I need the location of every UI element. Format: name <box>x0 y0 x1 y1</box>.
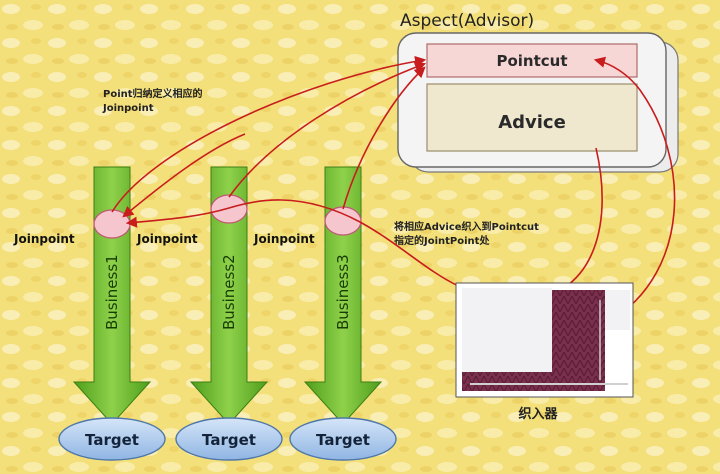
target-label-3: Target <box>316 431 370 449</box>
business-arrow-3 <box>303 166 383 425</box>
connector-weaver-chain <box>125 147 603 301</box>
business-label-3: Business3 <box>334 254 352 330</box>
connector-weaver-pointcut <box>593 56 676 321</box>
connector-jp1-pointcut <box>111 55 427 213</box>
pointcut-note-line1: Point归纳定义相应的 <box>103 87 203 100</box>
joinpoint-circle-1 <box>93 209 131 239</box>
target-3: Target <box>289 417 397 461</box>
connector-jp3-pointcut <box>342 66 426 210</box>
target-label-2: Target <box>202 431 256 449</box>
target-label-1: Target <box>85 431 139 449</box>
weaver-caption: 织入器 <box>518 406 558 422</box>
joinpoint-label-3: Joinpoint <box>253 232 315 246</box>
pointcut-note-line2: Joinpoint <box>102 103 154 114</box>
target-1: Target <box>58 417 166 461</box>
weaver-picture <box>455 282 634 398</box>
weave-note-line1: 将相应Advice织入到Pointcut <box>394 220 539 233</box>
business-label-1: Business1 <box>103 254 121 330</box>
connector-note-jp1 <box>122 133 246 218</box>
advice-box <box>426 83 638 152</box>
target-2: Target <box>175 417 283 461</box>
joinpoint-circle-2 <box>210 194 248 224</box>
joinpoint-label-2: Joinpoint <box>136 232 198 246</box>
joinpoint-circle-3 <box>324 206 362 236</box>
weave-note-line2: 指定的JointPoint处 <box>394 234 490 247</box>
joinpoint-label-1: Joinpoint <box>13 232 75 246</box>
pointcut-label: Pointcut <box>496 52 567 70</box>
connector-jp2-pointcut <box>228 61 427 198</box>
business-label-2: Business2 <box>220 254 238 330</box>
aspect-title: Aspect(Advisor) <box>400 11 534 31</box>
advice-label: Advice <box>498 112 566 133</box>
business-arrow-1 <box>72 166 152 425</box>
